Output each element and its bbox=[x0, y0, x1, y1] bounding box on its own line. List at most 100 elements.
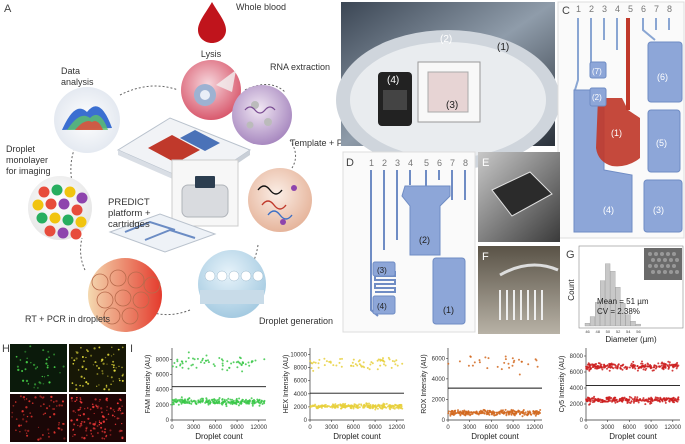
fluorescent-droplet bbox=[112, 380, 114, 382]
scatter-point bbox=[634, 396, 637, 399]
scatter-point bbox=[608, 396, 611, 399]
scatter-point bbox=[258, 404, 261, 407]
scatter-point bbox=[588, 399, 591, 402]
panel-c-letter: C bbox=[562, 5, 570, 17]
panel-d-letter: D bbox=[346, 157, 354, 169]
fluorescent-droplet bbox=[100, 407, 103, 410]
fluorescent-droplet bbox=[122, 373, 125, 376]
fluorescent-droplet bbox=[87, 382, 90, 385]
fluorescent-droplet bbox=[47, 364, 49, 367]
scatter-point bbox=[314, 361, 317, 364]
fluorescent-droplet bbox=[119, 429, 122, 432]
scatter-point bbox=[193, 358, 196, 361]
scatter-point bbox=[224, 400, 227, 403]
fluorescent-droplet bbox=[81, 436, 84, 439]
panel-f: F bbox=[478, 246, 560, 334]
c-chamber-3 bbox=[643, 179, 683, 233]
fluorescent-droplet bbox=[98, 421, 101, 424]
scatter-point bbox=[587, 397, 590, 400]
fluorescent-droplet bbox=[121, 346, 124, 349]
scatter-point bbox=[538, 411, 541, 414]
scatter-point bbox=[343, 403, 346, 406]
scatter-point bbox=[399, 404, 402, 406]
scatter-point bbox=[637, 401, 640, 404]
g-cv-annotation: CV = 2.38% bbox=[597, 307, 640, 316]
scatter-point bbox=[396, 364, 399, 367]
scatter-point bbox=[632, 360, 635, 363]
fluorescent-droplet bbox=[106, 363, 108, 365]
fluorescent-droplet bbox=[16, 365, 19, 368]
scatter-point bbox=[599, 364, 602, 367]
fluorescent-droplet bbox=[105, 418, 108, 421]
fluorescent-droplet bbox=[86, 350, 89, 353]
scatter-point bbox=[205, 397, 208, 400]
scatter-point bbox=[648, 398, 651, 401]
x-tick-label: 3000 bbox=[463, 425, 477, 431]
fluorescent-droplet bbox=[79, 398, 82, 401]
x-tick-label: 3000 bbox=[325, 425, 339, 431]
scatter-point bbox=[357, 360, 360, 363]
scatter-point bbox=[352, 358, 355, 361]
scatter-point bbox=[628, 395, 631, 398]
scatter-point bbox=[603, 400, 606, 403]
fluorescent-droplet bbox=[26, 415, 29, 418]
fluorescent-droplet bbox=[111, 346, 113, 348]
fluorescent-droplet bbox=[45, 358, 48, 361]
scatter-point bbox=[675, 363, 678, 366]
scatter-point bbox=[630, 396, 633, 399]
y-tick-label: 2000 bbox=[570, 402, 584, 408]
scatter-point bbox=[349, 407, 352, 409]
fluorescent-droplet bbox=[99, 398, 102, 401]
scatter-point bbox=[223, 398, 226, 401]
scatter-point bbox=[187, 367, 190, 370]
h-image-cy5 bbox=[69, 394, 126, 442]
scatter-point bbox=[389, 405, 392, 408]
scatter-point bbox=[310, 367, 313, 370]
fluorescent-droplet bbox=[81, 420, 83, 423]
scatter-point bbox=[234, 402, 237, 405]
scatter-point bbox=[260, 399, 263, 402]
scatter-point bbox=[668, 363, 671, 366]
scatter-point bbox=[310, 362, 313, 364]
scatter-point bbox=[198, 400, 201, 403]
scatter-point bbox=[469, 414, 472, 417]
scatter-point bbox=[263, 358, 266, 361]
scatter-point bbox=[250, 397, 253, 400]
scatter-point bbox=[368, 405, 371, 408]
scatter-point bbox=[243, 401, 246, 404]
scatter-point bbox=[253, 399, 256, 402]
fluorescent-droplet bbox=[46, 366, 49, 369]
scatter-point bbox=[231, 398, 234, 401]
scatter-point bbox=[323, 364, 326, 367]
fluorescent-droplet bbox=[82, 413, 86, 416]
histogram-tick-label: 52 bbox=[616, 329, 621, 334]
h-image-rox bbox=[10, 394, 67, 442]
scatter-point bbox=[670, 397, 673, 400]
fluorescent-droplet bbox=[96, 373, 99, 375]
scatter-point bbox=[606, 367, 608, 370]
scatter-point bbox=[213, 401, 216, 404]
scatter-point bbox=[385, 402, 388, 405]
h-droplet-dots bbox=[11, 345, 125, 441]
scatter-point bbox=[368, 368, 371, 371]
scatter-point bbox=[664, 398, 667, 401]
fluorescent-droplet bbox=[100, 426, 103, 429]
fluorescent-droplet bbox=[79, 397, 82, 399]
scatter-point bbox=[382, 357, 384, 360]
fluorescent-droplet bbox=[80, 424, 83, 427]
svg-text:(5): (5) bbox=[656, 138, 667, 148]
scatter-point bbox=[588, 369, 591, 372]
scatter-point bbox=[369, 363, 372, 366]
scatter-point bbox=[216, 399, 219, 402]
fluorescent-droplet bbox=[112, 408, 115, 411]
scatter-point bbox=[534, 414, 537, 417]
scatter-point bbox=[657, 362, 660, 365]
scatter-point bbox=[188, 400, 191, 403]
fluorescent-droplet bbox=[44, 412, 47, 415]
scatter-point bbox=[499, 410, 502, 413]
scatter-point bbox=[483, 412, 486, 415]
scatter-point bbox=[371, 362, 374, 365]
scatter-point bbox=[388, 358, 391, 361]
scatter-point bbox=[204, 359, 207, 362]
